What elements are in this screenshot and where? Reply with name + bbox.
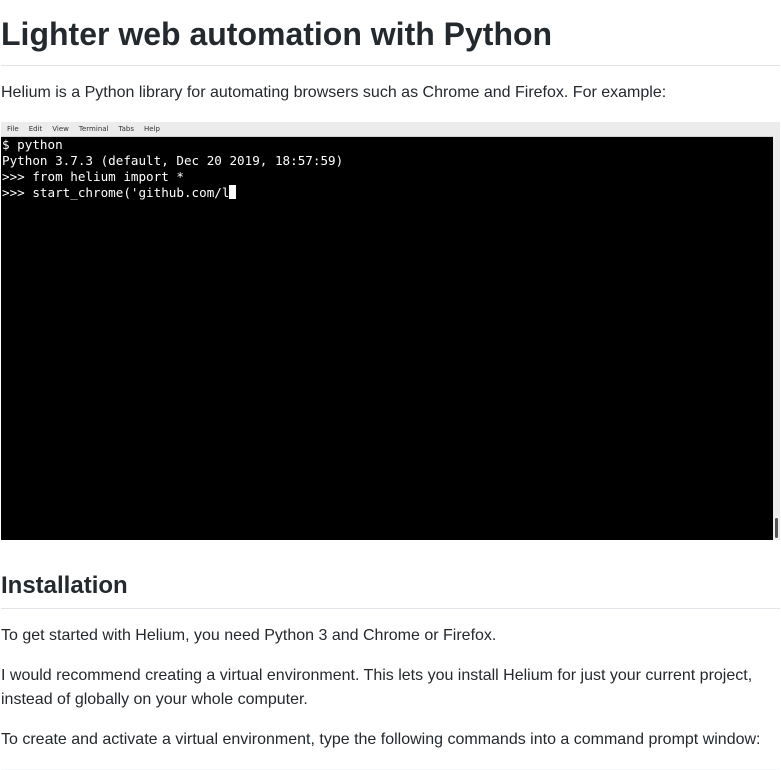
page-title: Lighter web automation with Python (1, 16, 553, 52)
terminal-cursor (229, 185, 237, 199)
terminal-line-text: >>> start_chrome('github.com/l (2, 185, 230, 200)
installation-paragraph-2: I would recommend creating a virtual env… (1, 667, 753, 708)
terminal-scrollbar (773, 136, 780, 540)
menu-help: Help (144, 125, 160, 133)
installation-divider (1, 608, 780, 609)
intro-paragraph: Helium is a Python library for automatin… (1, 84, 667, 101)
terminal-menubar: File Edit View Terminal Tabs Help (1, 122, 780, 137)
terminal-line: Python 3.7.3 (default, Dec 20 2019, 18:5… (2, 153, 344, 168)
installation-heading: Installation (1, 572, 128, 599)
installation-paragraph-1: To get started with Helium, you need Pyt… (1, 627, 497, 644)
terminal-line: $ python (2, 137, 63, 152)
scrollbar-thumb (775, 518, 778, 538)
menu-edit: Edit (28, 125, 43, 133)
menu-tabs: Tabs (118, 125, 135, 133)
terminal-line: >>> from helium import * (2, 169, 184, 184)
menu-view: View (52, 125, 69, 133)
menu-file: File (7, 125, 19, 133)
terminal-line-current: >>> start_chrome('github.com/l (2, 185, 772, 201)
title-divider (1, 65, 780, 66)
menu-terminal: Terminal (78, 125, 109, 133)
installation-paragraph-3: To create and activate a virtual environ… (1, 731, 761, 748)
